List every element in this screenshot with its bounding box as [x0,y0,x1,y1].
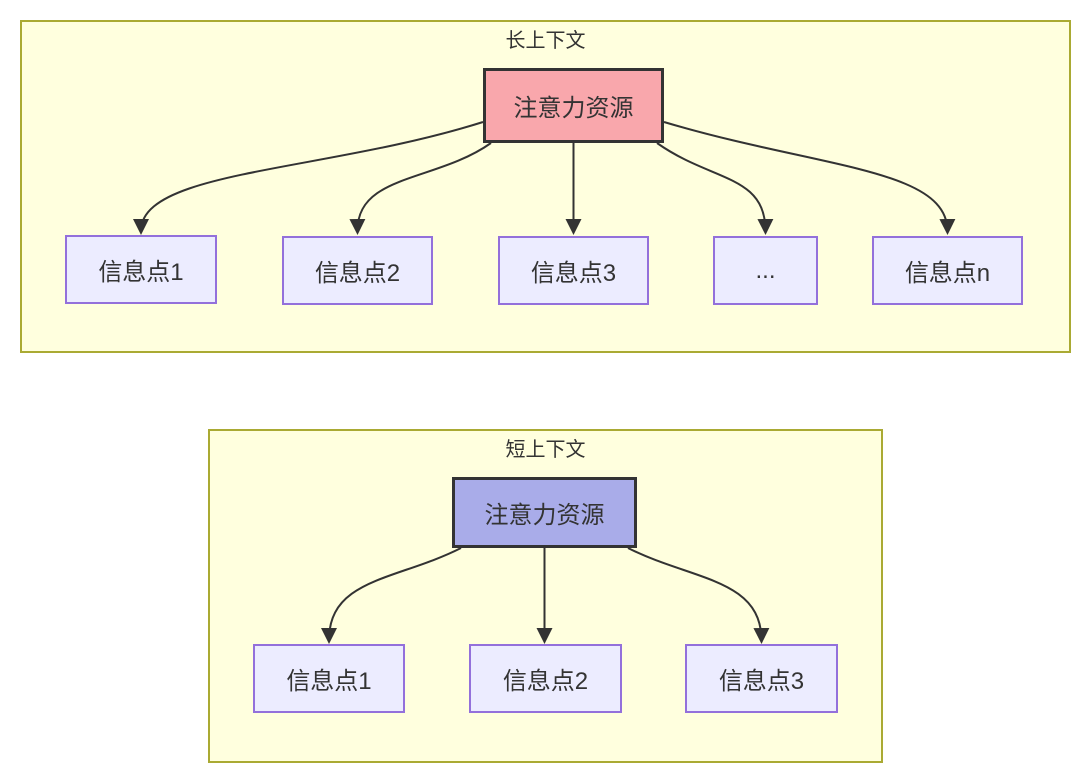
info-node: 信息点1 [65,235,217,304]
attention-node-long: 注意力资源 [483,68,664,143]
info-node: 信息点3 [685,644,838,713]
info-node-ellipsis: ... [713,236,818,305]
short-context-title: 短上下文 [505,439,586,461]
long-context-title: 长上下文 [505,30,586,52]
attention-node-short: 注意力资源 [452,477,637,548]
info-node: 信息点2 [469,644,622,713]
info-node: 信息点3 [498,236,649,305]
info-node: 信息点2 [282,236,433,305]
info-node: 信息点1 [253,644,405,713]
info-node: 信息点n [872,236,1023,305]
